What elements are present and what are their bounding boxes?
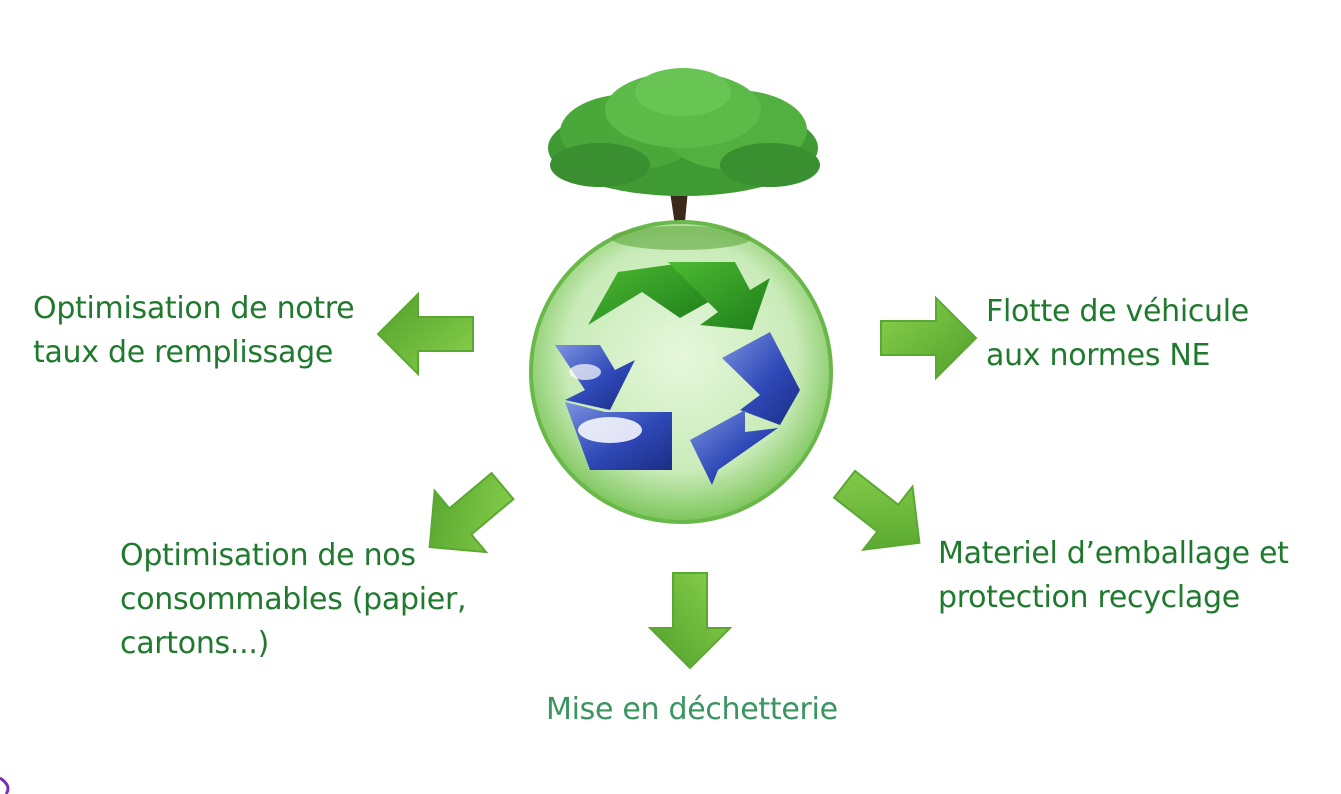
label-line: protection recyclage: [938, 580, 1240, 615]
label-line: Optimisation de notre: [33, 291, 355, 326]
arrow-right-top: [880, 297, 977, 379]
label-left-bottom: Optimisation de nos consommables (papier…: [120, 534, 467, 666]
label-line: Materiel d’emballage et: [938, 536, 1289, 571]
label-line: Optimisation de nos: [120, 538, 416, 573]
arrow-bottom: [649, 572, 731, 669]
label-line: taux de remplissage: [33, 335, 333, 370]
label-line: aux normes NE: [986, 338, 1211, 373]
recycle-globe-icon: [529, 220, 833, 524]
label-line: Mise en déchetterie: [546, 692, 838, 727]
arrow-right-bottom: [818, 451, 946, 576]
label-left-top: Optimisation de notre taux de remplissag…: [33, 287, 355, 375]
label-line: Flotte de véhicule: [986, 294, 1249, 329]
arrow-left-top: [377, 293, 474, 375]
label-right-top: Flotte de véhicule aux normes NE: [986, 290, 1249, 378]
label-line: consommables (papier,: [120, 582, 467, 617]
label-bottom: Mise en déchetterie: [546, 688, 838, 732]
label-line: cartons...): [120, 626, 269, 661]
corner-mark: [0, 776, 10, 794]
tree-icon: [548, 68, 820, 232]
label-right-bottom: Materiel d’emballage et protection recyc…: [938, 532, 1289, 620]
